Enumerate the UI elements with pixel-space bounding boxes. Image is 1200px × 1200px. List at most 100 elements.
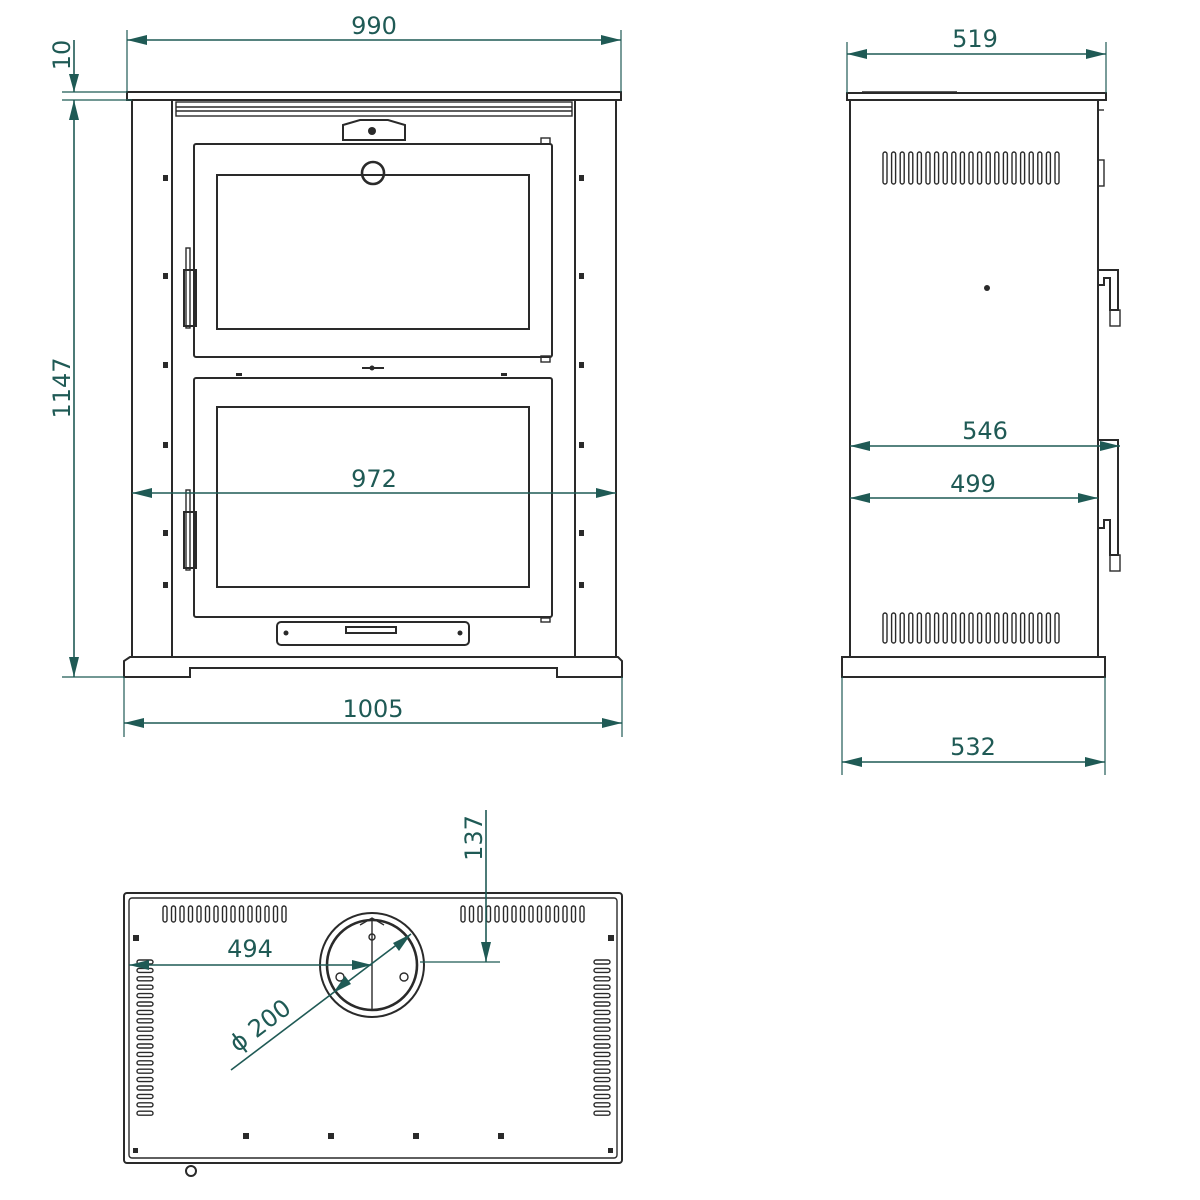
logo-plate [342, 119, 406, 141]
vent-slot [136, 1102, 154, 1108]
vent-slot [204, 905, 211, 923]
vent-slot [942, 612, 948, 644]
vent-slot [136, 1076, 154, 1083]
top-side-vents-right [593, 959, 611, 1116]
vent-slot [1045, 612, 1052, 644]
vent-slot [593, 1060, 611, 1066]
dim-137-label: 137 [460, 815, 488, 861]
side-lower-vents [882, 612, 1060, 644]
vent-slot [908, 151, 914, 185]
vent-slot [570, 905, 577, 923]
vent-slot [1028, 612, 1034, 644]
front-top-plate [126, 91, 622, 101]
vent-slot [593, 1093, 611, 1100]
vent-slot [553, 905, 560, 923]
vent-slot [247, 905, 253, 923]
vent-slot [136, 984, 154, 990]
vent-slot [230, 905, 236, 923]
vent-slot [593, 959, 611, 965]
vent-slot [593, 1076, 611, 1083]
vent-slot [255, 905, 262, 923]
vent-slot [890, 151, 897, 185]
side-view [841, 91, 1121, 678]
top-left-vents [162, 905, 287, 923]
vent-slot [593, 992, 611, 999]
vent-slot [221, 905, 228, 923]
vent-slot [593, 1001, 611, 1007]
vent-slot [485, 905, 492, 923]
vent-slot [136, 992, 154, 999]
upper-door [193, 143, 553, 358]
vent-slot [985, 612, 991, 644]
front-dimensions: 990 10 1147 972 1005 [48, 12, 623, 737]
top-dimensions: 137 494 ϕ 200 [129, 810, 500, 1071]
vent-slot [925, 151, 931, 185]
vent-slot [1037, 612, 1043, 644]
vent-slot [959, 151, 966, 185]
side-top-plate [846, 92, 1107, 101]
vent-slot [1011, 151, 1017, 185]
vent-slot [187, 905, 194, 923]
lower-door [193, 377, 553, 618]
vent-slot [136, 1110, 154, 1116]
dim-499-label: 499 [950, 470, 996, 498]
vent-slot [593, 1026, 611, 1032]
front-view [123, 91, 623, 678]
top-right-vents [460, 905, 585, 923]
vent-slot [511, 905, 517, 923]
vent-slot [1054, 612, 1060, 644]
vent-slot [579, 905, 585, 923]
vent-slot [985, 151, 991, 185]
vent-slot [162, 905, 168, 923]
vent-slot [536, 905, 543, 923]
vent-slot [528, 905, 534, 923]
top-knob [185, 1165, 197, 1177]
vent-slot [136, 1034, 154, 1041]
dim-990-label: 990 [351, 12, 397, 40]
vent-slot [494, 905, 500, 923]
vent-slot [925, 612, 931, 644]
vent-slot [890, 612, 897, 644]
vent-slot [136, 1026, 154, 1032]
vent-slot [1054, 151, 1060, 185]
lower-door-glass [216, 406, 530, 588]
vent-slot [238, 905, 245, 923]
vent-slot [170, 905, 177, 923]
dim-1147-label: 1147 [48, 357, 76, 418]
vent-slot [959, 612, 966, 644]
vent-slot [136, 1043, 154, 1049]
vent-slot [593, 1018, 611, 1024]
vent-slot [477, 905, 483, 923]
vent-slot [545, 905, 551, 923]
vent-slot [502, 905, 509, 923]
side-upper-vents [882, 151, 1060, 185]
vent-slot [136, 1085, 154, 1091]
vent-slot [593, 1009, 611, 1016]
vent-slot [136, 1060, 154, 1066]
vent-slot [951, 612, 957, 644]
vent-slot [593, 984, 611, 990]
vent-slot [136, 1009, 154, 1016]
dim-494-label: 494 [227, 935, 273, 963]
vent-slot [272, 905, 279, 923]
vent-slot [593, 1085, 611, 1091]
vent-slot [994, 612, 1000, 644]
dim-972-label: 972 [351, 465, 397, 493]
top-outline [123, 892, 623, 1164]
vent-slot [1045, 151, 1052, 185]
vent-slot [968, 151, 974, 185]
front-plinth [123, 656, 623, 678]
vent-slot [213, 905, 219, 923]
vent-slot [136, 1018, 154, 1024]
vent-slot [933, 151, 940, 185]
vent-slot [976, 612, 983, 644]
side-upper-handle [1098, 269, 1119, 311]
top-view [123, 892, 623, 1177]
side-dimensions: 519 546 499 532 [841, 25, 1120, 775]
vent-slot [1002, 151, 1009, 185]
vent-slot [882, 151, 888, 185]
vent-slot [1019, 612, 1026, 644]
vent-slot [460, 905, 466, 923]
vent-slot [1028, 151, 1034, 185]
